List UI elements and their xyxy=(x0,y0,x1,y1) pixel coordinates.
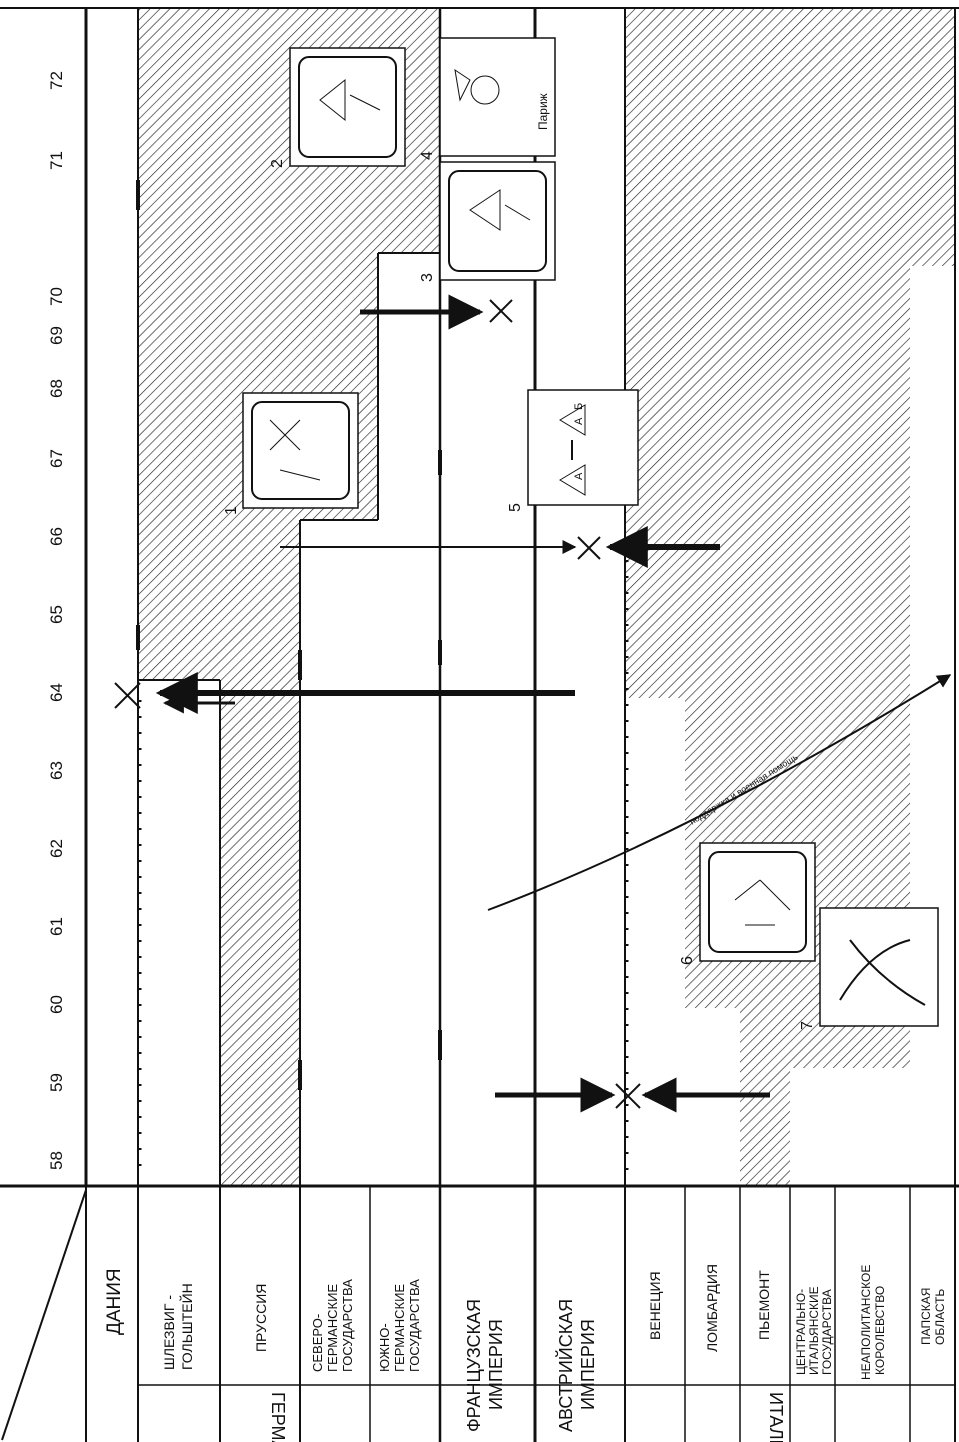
year-71: 71 xyxy=(47,151,66,170)
event-icons: 1 2 3 Париж 4 А А xyxy=(223,37,939,1030)
year-64: 64 xyxy=(47,683,66,702)
label-south-german-1: ЮЖНО- xyxy=(377,1323,392,1372)
paris-icon: Париж 4 xyxy=(419,37,556,160)
cross-1870-icon xyxy=(489,299,513,323)
label-papal-2: ОБЛАСТЬ xyxy=(933,1289,947,1345)
label-naples-1: НЕАПОЛИТАНСКОЕ xyxy=(859,1265,873,1380)
label-central-italian-2: ИТАЛЬЯНСКИЕ xyxy=(807,1286,821,1375)
year-69: 69 xyxy=(47,326,66,345)
cross-1866-icon xyxy=(577,536,601,560)
event-4: 4 xyxy=(419,151,436,160)
label-south-german-2: ГЕРМАНСКИЕ xyxy=(392,1284,407,1372)
label-schleswig-2: ГОЛЬШТЕЙН xyxy=(178,1283,195,1370)
year-65: 65 xyxy=(47,605,66,624)
event-6: 6 xyxy=(679,956,696,965)
hatch-venice xyxy=(625,8,685,698)
support-arrow xyxy=(487,674,952,911)
event-2: 2 xyxy=(269,159,286,168)
war-arrows xyxy=(114,294,952,1113)
label-north-german-1: СЕВЕРО- xyxy=(310,1314,325,1372)
hatch-naples xyxy=(835,8,910,1068)
paris-label: Париж xyxy=(536,93,550,130)
cross-1859-icon xyxy=(615,1083,641,1109)
label-papal-1: ПАПСКАЯ xyxy=(919,1288,933,1345)
year-67: 67 xyxy=(47,449,66,468)
label-denmark: ДАНИЯ xyxy=(104,1268,125,1335)
event-3: 3 xyxy=(419,273,436,282)
label-north-german-3: ГОСУДАРСТВА xyxy=(340,1279,355,1372)
label-austrian-empire-2: ИМПЕРИЯ xyxy=(578,1319,598,1410)
year-72: 72 xyxy=(47,71,66,90)
label-north-german-2: ГЕРМАНСКИЕ xyxy=(325,1284,340,1372)
year-66: 66 xyxy=(47,527,66,546)
label-italy: ИТАЛИЯ xyxy=(766,1392,786,1442)
event-1: 1 xyxy=(223,506,240,515)
label-venice: ВЕНЕЦИЯ xyxy=(647,1271,663,1340)
label-schleswig-1: ШЛЕЗВИГ - xyxy=(161,1295,177,1370)
hatch-prussia xyxy=(220,8,300,1186)
label-germany: ГЕРМАНИЯ xyxy=(268,1392,288,1442)
event-7: 7 xyxy=(799,1021,816,1030)
label-piedmont: ПЬЕМОНТ xyxy=(756,1270,772,1340)
hatch-papal xyxy=(910,8,955,266)
cross-1864-icon xyxy=(114,682,141,709)
hatch-lombardy xyxy=(685,8,740,1008)
label-austrian-empire-1: АВСТРИЙСКАЯ xyxy=(555,1299,576,1432)
handshake-7-icon: 7 xyxy=(799,907,939,1030)
label-naples-2: КОРОЛЕВСТВО xyxy=(873,1286,887,1375)
year-61: 61 xyxy=(47,917,66,936)
row-header: ДАНИЯ ГЕРМАНИЯ ШЛЕЗВИГ - ГОЛЬШТЕЙН ПРУСС… xyxy=(1,1186,955,1442)
year-60: 60 xyxy=(47,995,66,1014)
label-central-italian-1: ЦЕНТРАЛЬНО- xyxy=(794,1289,808,1375)
year-63: 63 xyxy=(47,761,66,780)
label-lombardy: ЛОМБАРДИЯ xyxy=(704,1264,720,1352)
label-french-empire-2: ИМПЕРИЯ xyxy=(486,1319,506,1410)
badge-5-icon: А А Б 5 xyxy=(507,389,639,512)
scroll-6-icon: 6 xyxy=(679,842,816,965)
year-59: 59 xyxy=(47,1073,66,1092)
tick-marks xyxy=(136,180,442,1090)
hatch-schleswig xyxy=(138,8,220,680)
label-french-empire-1: ФРАНЦУЗСКАЯ xyxy=(464,1299,484,1432)
badge-b: Б xyxy=(573,403,585,410)
scroll-2-icon: 2 xyxy=(269,47,406,168)
label-prussia: ПРУССИЯ xyxy=(253,1284,269,1352)
label-central-italian-3: ГОСУДАРСТВА xyxy=(820,1289,834,1375)
year-62: 62 xyxy=(47,839,66,858)
badge-a-1: А xyxy=(573,472,585,480)
year-58: 58 xyxy=(47,1151,66,1170)
scroll-1-icon: 1 xyxy=(223,392,359,515)
scroll-3-icon: 3 xyxy=(419,161,556,282)
year-70: 70 xyxy=(47,287,66,306)
badge-a-2: А xyxy=(573,417,585,425)
year-axis: 58 59 60 61 62 63 64 65 66 67 68 69 70 7… xyxy=(47,8,88,1186)
event-5: 5 xyxy=(507,503,524,512)
hatch-piedmont xyxy=(740,8,790,1186)
label-south-german-3: ГОСУДАРСТВА xyxy=(407,1279,422,1372)
year-68: 68 xyxy=(47,379,66,398)
